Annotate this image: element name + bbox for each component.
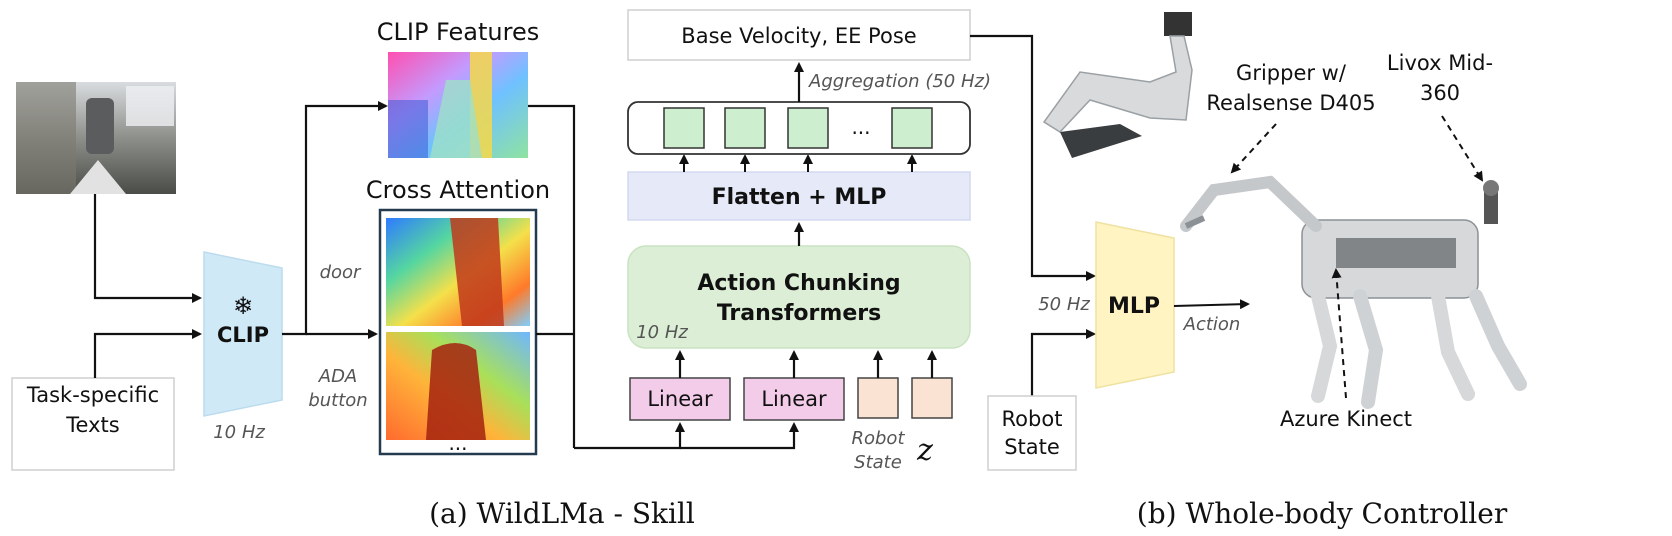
- caption-left: (a) WildLMa - Skill: [429, 497, 695, 530]
- camera-to-clip-arrow: [93, 194, 202, 303]
- snowflake-icon: ❄: [233, 292, 253, 320]
- clip-frequency: 10 Hz: [213, 422, 265, 443]
- query-door-label: door: [320, 262, 362, 283]
- robot-dog-image: [1180, 175, 1527, 409]
- clip-encoder: ❄ CLIP: [203, 251, 283, 417]
- cross-attention-ellipsis: ...: [448, 431, 467, 455]
- cross-attention-maps: ...: [378, 208, 538, 456]
- z-token: [911, 377, 953, 419]
- z-token-label: z: [916, 433, 933, 468]
- output-label: Base Velocity, EE Pose: [681, 24, 916, 48]
- action-token-2: [724, 107, 766, 149]
- act-frequency: 10 Hz: [636, 322, 688, 343]
- aggregation-label: Aggregation (50 Hz): [808, 71, 991, 92]
- flatten-mlp: Flatten + MLP: [627, 171, 971, 221]
- caption-right: (b) Whole-body Controller: [1137, 497, 1508, 530]
- mlp-label: MLP: [1108, 294, 1160, 319]
- whole-body-mlp: MLP: [1095, 221, 1175, 389]
- gripper-image: [1042, 12, 1193, 158]
- flatten-label: Flatten + MLP: [712, 185, 887, 210]
- linear-layer-1: Linear: [629, 377, 731, 421]
- clip-to-features-arrow: [282, 101, 388, 336]
- mlp-frequency: 50 Hz: [1038, 294, 1090, 315]
- mlp-to-action-arrow: [1173, 299, 1250, 310]
- gripper-pointer: [1230, 123, 1277, 174]
- route-to-linear2-arrow: [680, 422, 799, 450]
- action-label: Action: [1183, 314, 1241, 335]
- action-token-1: [663, 107, 705, 149]
- route-to-linear1-arrow: [574, 422, 685, 450]
- robot-state-to-mlp-arrow: [1030, 329, 1096, 396]
- azure-label: Azure Kinect: [1280, 407, 1412, 431]
- gripper-label: Gripper w/Realsense D405: [1206, 61, 1375, 115]
- output-to-mlp-arrow: [970, 34, 1096, 281]
- clip-features-title: CLIP Features: [377, 18, 540, 46]
- clip-features-image: [388, 52, 528, 158]
- action-token-4: [891, 107, 933, 149]
- output-box: Base Velocity, EE Pose: [627, 9, 971, 61]
- linear-layer-2: Linear: [743, 377, 845, 421]
- linear-label-1: Linear: [647, 387, 713, 411]
- livox-pointer: [1441, 115, 1484, 182]
- cross-attention-title: Cross Attention: [366, 176, 550, 204]
- action-token-3: [787, 107, 829, 149]
- camera-image: [16, 82, 176, 194]
- action-token-sequence: ...: [627, 101, 971, 155]
- linear-label-2: Linear: [761, 387, 827, 411]
- robot-state-token: [857, 377, 899, 419]
- clip-label: CLIP: [217, 323, 269, 347]
- livox-label: Livox Mid-360: [1387, 51, 1493, 105]
- token-ellipsis: ...: [851, 115, 870, 139]
- texts-to-clip-arrow: [93, 329, 202, 378]
